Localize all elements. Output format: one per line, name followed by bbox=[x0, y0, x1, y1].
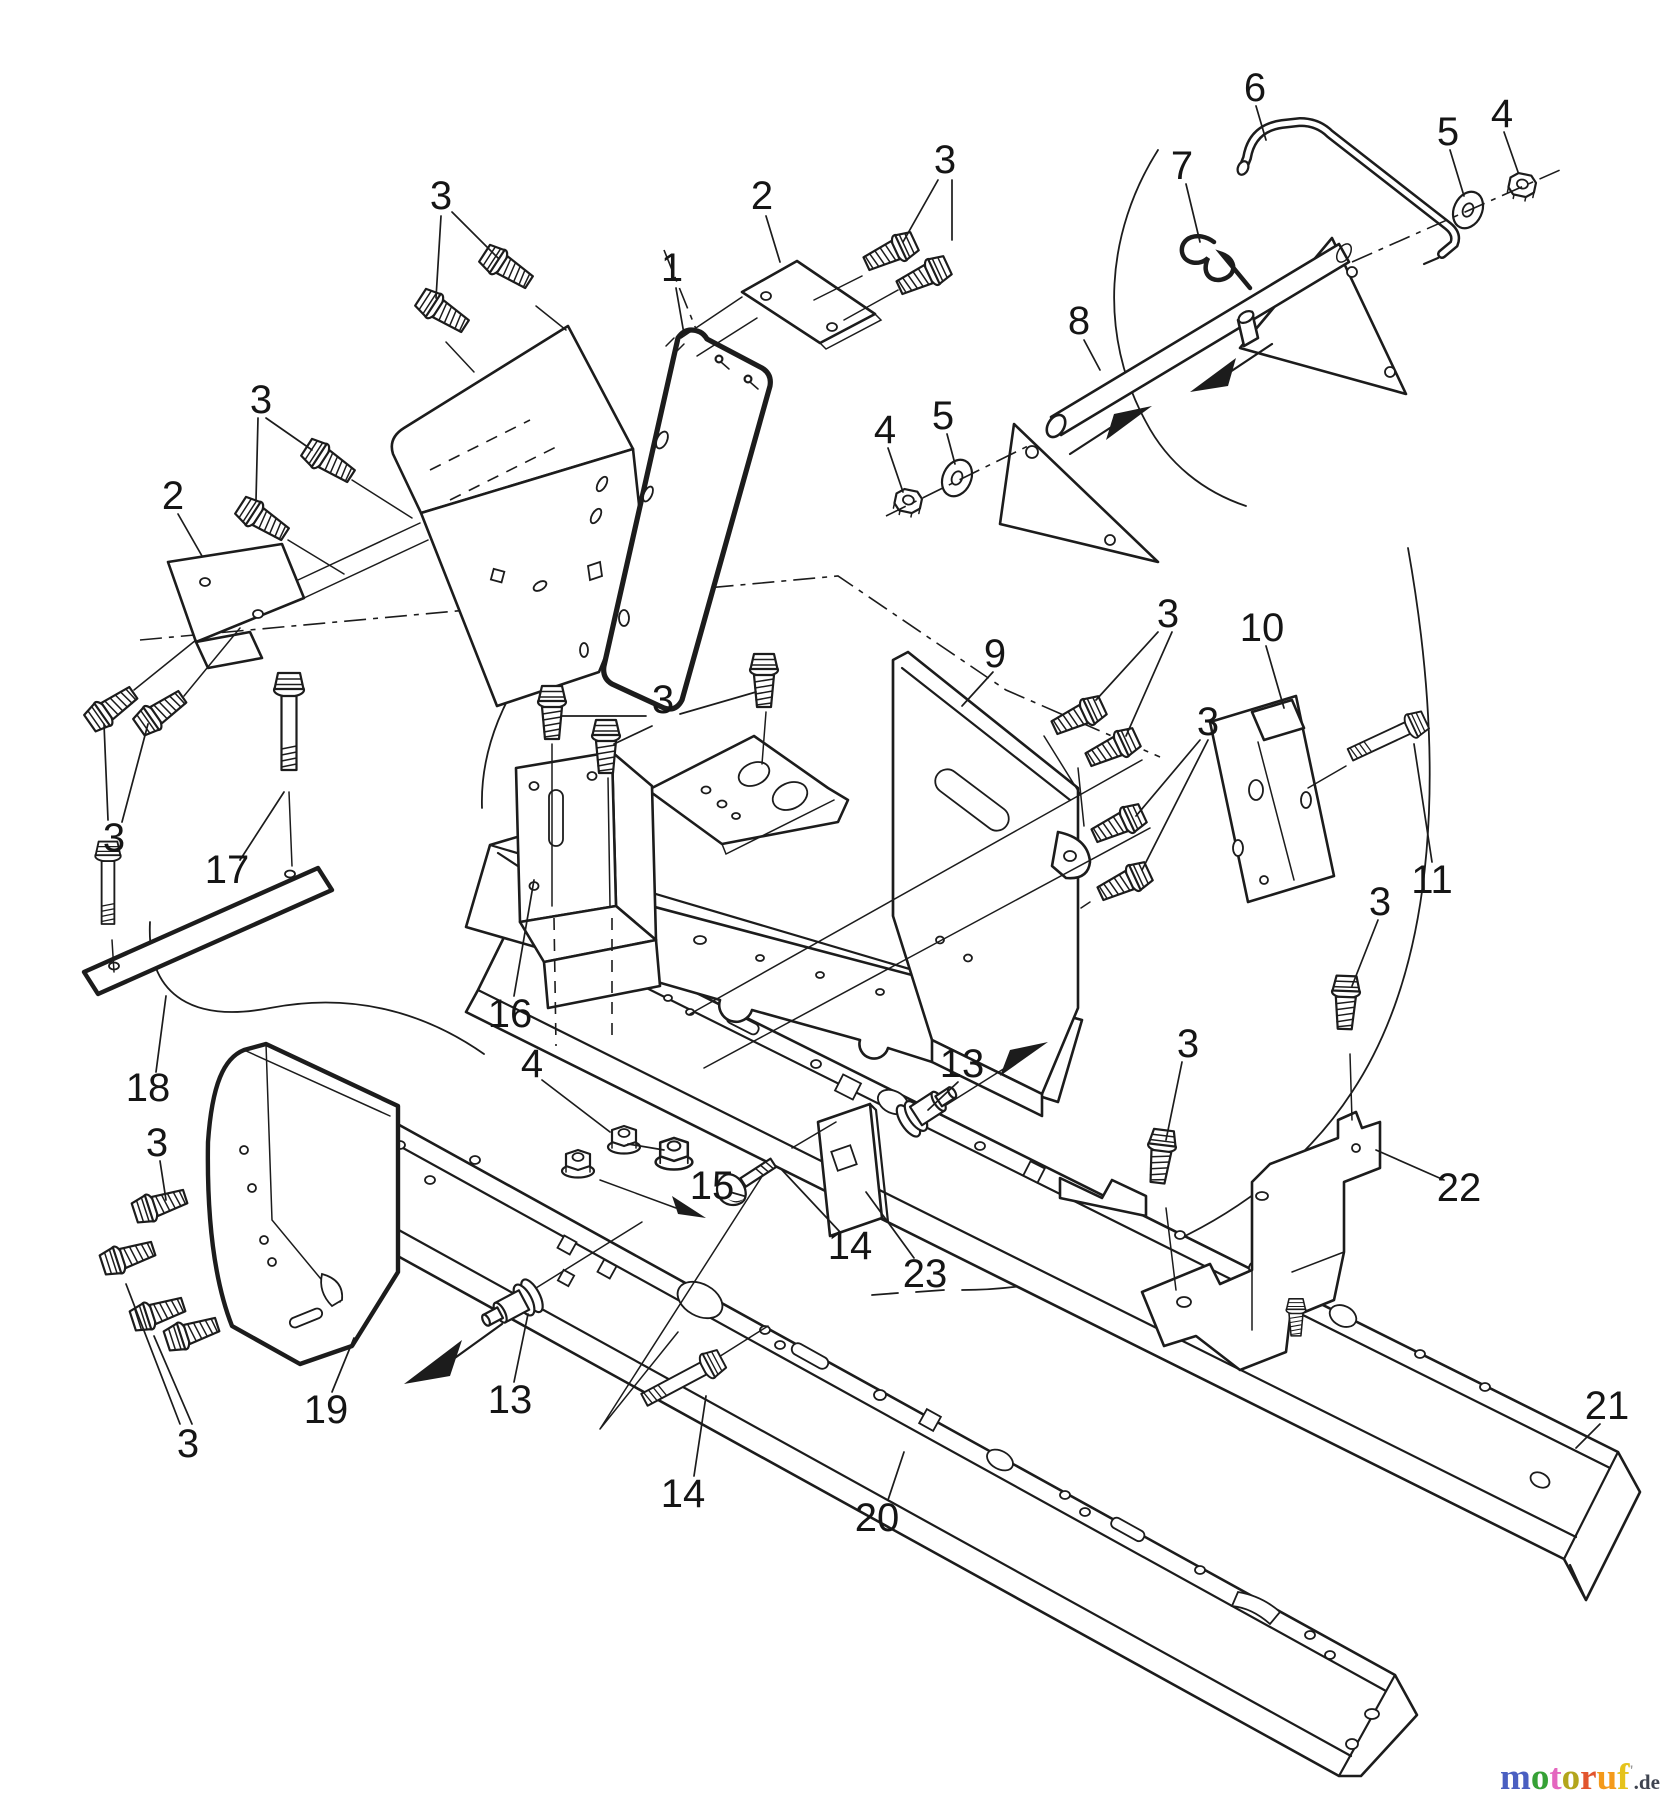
bracket-22 bbox=[1140, 1110, 1382, 1372]
hairpin-cotter-7 bbox=[1179, 233, 1253, 291]
callout-10: 10 bbox=[1240, 606, 1285, 650]
callout-7: 7 bbox=[1171, 144, 1193, 188]
callout-4: 4 bbox=[874, 408, 896, 452]
callout-23: 23 bbox=[903, 1252, 948, 1296]
pivot-tube-8 bbox=[998, 236, 1408, 564]
callout-14: 14 bbox=[828, 1224, 873, 1268]
flange-nut-icon bbox=[654, 1136, 694, 1171]
callout-3: 3 bbox=[1197, 700, 1219, 744]
flange-nut-icon bbox=[560, 1148, 596, 1179]
direction-arrow-icon bbox=[1106, 406, 1152, 440]
direction-arrows bbox=[404, 342, 1274, 1384]
hex-nut-icon bbox=[891, 486, 925, 520]
hex-screw-icon bbox=[748, 652, 780, 709]
hex-screw-icon bbox=[1142, 1127, 1179, 1186]
callout-3: 3 bbox=[1369, 880, 1391, 924]
callout-21: 21 bbox=[1585, 1384, 1630, 1428]
callout-18: 18 bbox=[126, 1066, 171, 1110]
callout-4: 4 bbox=[521, 1042, 543, 1086]
callout-3: 3 bbox=[430, 174, 452, 218]
callout-8: 8 bbox=[1068, 299, 1090, 343]
callout-9: 9 bbox=[984, 632, 1006, 676]
callout-2: 2 bbox=[751, 174, 773, 218]
leader-lines bbox=[103, 105, 1601, 1501]
hex-screw-icon bbox=[475, 240, 538, 295]
callout-22: 22 bbox=[1437, 1166, 1482, 1210]
callout-13: 13 bbox=[488, 1378, 533, 1422]
box-bracket-10 bbox=[1208, 694, 1336, 904]
bracket-9 bbox=[891, 650, 1092, 1118]
callout-3: 3 bbox=[1177, 1022, 1199, 1066]
callout-3: 3 bbox=[652, 678, 674, 722]
callout-3: 3 bbox=[250, 378, 272, 422]
callout-15: 15 bbox=[690, 1164, 735, 1208]
direction-arrow-icon bbox=[404, 1340, 462, 1384]
hex-screw-icon bbox=[1329, 974, 1362, 1031]
callout-11: 11 bbox=[1411, 858, 1453, 902]
frame-rail-right bbox=[464, 903, 1642, 1602]
callout-3: 3 bbox=[103, 816, 125, 860]
plate-2-left bbox=[166, 522, 429, 670]
bracket-19 bbox=[205, 1041, 401, 1367]
callout-6: 6 bbox=[1244, 66, 1266, 110]
direction-arrow-icon bbox=[672, 1196, 706, 1218]
callout-3: 3 bbox=[146, 1121, 168, 1165]
flat-washer-icon bbox=[935, 453, 979, 503]
rod-6 bbox=[1236, 116, 1461, 266]
flange-nut-icon bbox=[606, 1124, 642, 1155]
hex-screw-icon bbox=[231, 492, 294, 547]
callout-13: 13 bbox=[940, 1042, 985, 1086]
hex-screw-icon bbox=[411, 284, 474, 339]
hex-screw-icon bbox=[859, 227, 922, 278]
callout-3: 3 bbox=[1157, 592, 1179, 636]
callout-3: 3 bbox=[177, 1422, 199, 1466]
hex-bolt-icon bbox=[1344, 707, 1432, 768]
support-plate-23 bbox=[816, 1102, 890, 1238]
plate-2-top bbox=[680, 259, 883, 357]
frame-rail-left bbox=[287, 1093, 1419, 1778]
callout-14: 14 bbox=[661, 1472, 706, 1516]
hex-screw-icon bbox=[297, 434, 360, 489]
callout-2: 2 bbox=[162, 474, 184, 518]
long-hex-bolt-icon bbox=[272, 671, 306, 772]
callout-1: 1 bbox=[661, 246, 683, 290]
callout-20: 20 bbox=[855, 1496, 900, 1540]
hex-screw-icon bbox=[129, 684, 192, 740]
callout-16: 16 bbox=[488, 992, 533, 1036]
main-bracket-1 bbox=[390, 324, 773, 712]
hex-screw-icon bbox=[1047, 691, 1110, 742]
hex-screw-icon bbox=[1093, 857, 1156, 908]
hex-screw-icon bbox=[536, 684, 568, 741]
callout-labels: 3 2 1 3 6 7 5 4 8 5 4 9 3 10 3 11 3 13 3… bbox=[103, 66, 1629, 1540]
motoruf-watermark: motoruf'.de bbox=[1500, 1757, 1660, 1798]
callout-17: 17 bbox=[205, 848, 250, 892]
hex-screw-icon bbox=[1087, 799, 1150, 850]
callout-5: 5 bbox=[932, 394, 954, 438]
direction-arrow-icon bbox=[1000, 1042, 1048, 1076]
callout-3: 3 bbox=[934, 138, 956, 182]
callout-19: 19 bbox=[304, 1388, 349, 1432]
direction-arrow-icon bbox=[1190, 358, 1236, 392]
hex-screw-icon bbox=[129, 1182, 191, 1228]
construction-lines bbox=[111, 169, 1561, 1430]
hex-screw-icon bbox=[80, 680, 143, 736]
callout-4: 4 bbox=[1491, 92, 1513, 136]
hex-screw-icon bbox=[97, 1234, 159, 1280]
callout-5: 5 bbox=[1437, 110, 1459, 154]
strap-plate-18 bbox=[81, 865, 335, 997]
bracket-16 bbox=[514, 734, 850, 1010]
